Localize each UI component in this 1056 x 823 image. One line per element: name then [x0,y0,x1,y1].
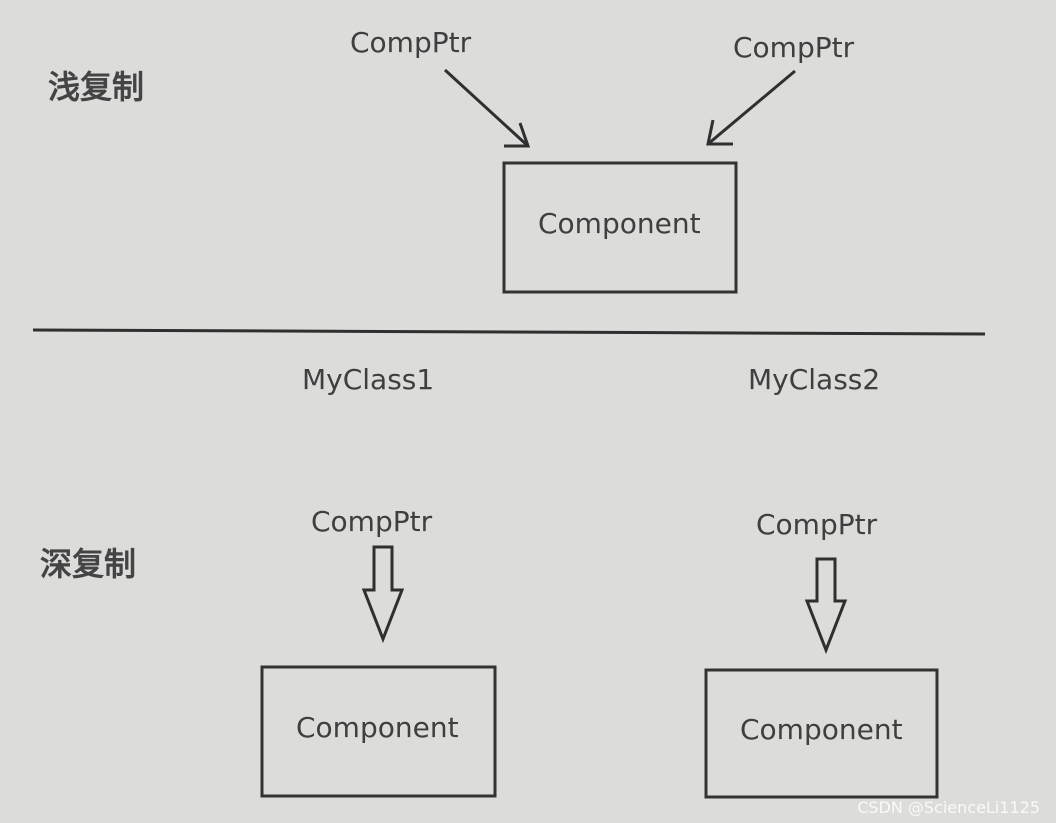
deep-component-label-left: Component [296,711,459,744]
deep-component-label-right: Component [740,713,903,746]
deep-pointer-right-label: CompPtr [756,508,878,541]
shallow-arrow-left [443,68,531,148]
deep-component-box-right [704,668,939,799]
deep-component-box-left [260,665,497,798]
deep-arrow-left [361,545,405,644]
deep-pointer-left-label: CompPtr [311,505,433,538]
shallow-pointer-left-label: CompPtr [350,26,472,59]
class-label-right: MyClass2 [748,363,880,396]
watermark-text: CSDN @ScienceLi1125 [857,798,1040,817]
shallow-copy-title: 浅复制 [48,68,144,106]
shallow-component-box [502,161,738,294]
section-divider [32,328,986,336]
deep-arrow-right [804,557,848,655]
deep-copy-title: 深复制 [40,545,136,583]
shallow-pointer-right-label: CompPtr [733,31,855,64]
shallow-arrow-right [706,69,796,146]
shallow-component-label: Component [538,207,701,240]
class-label-left: MyClass1 [302,363,434,396]
